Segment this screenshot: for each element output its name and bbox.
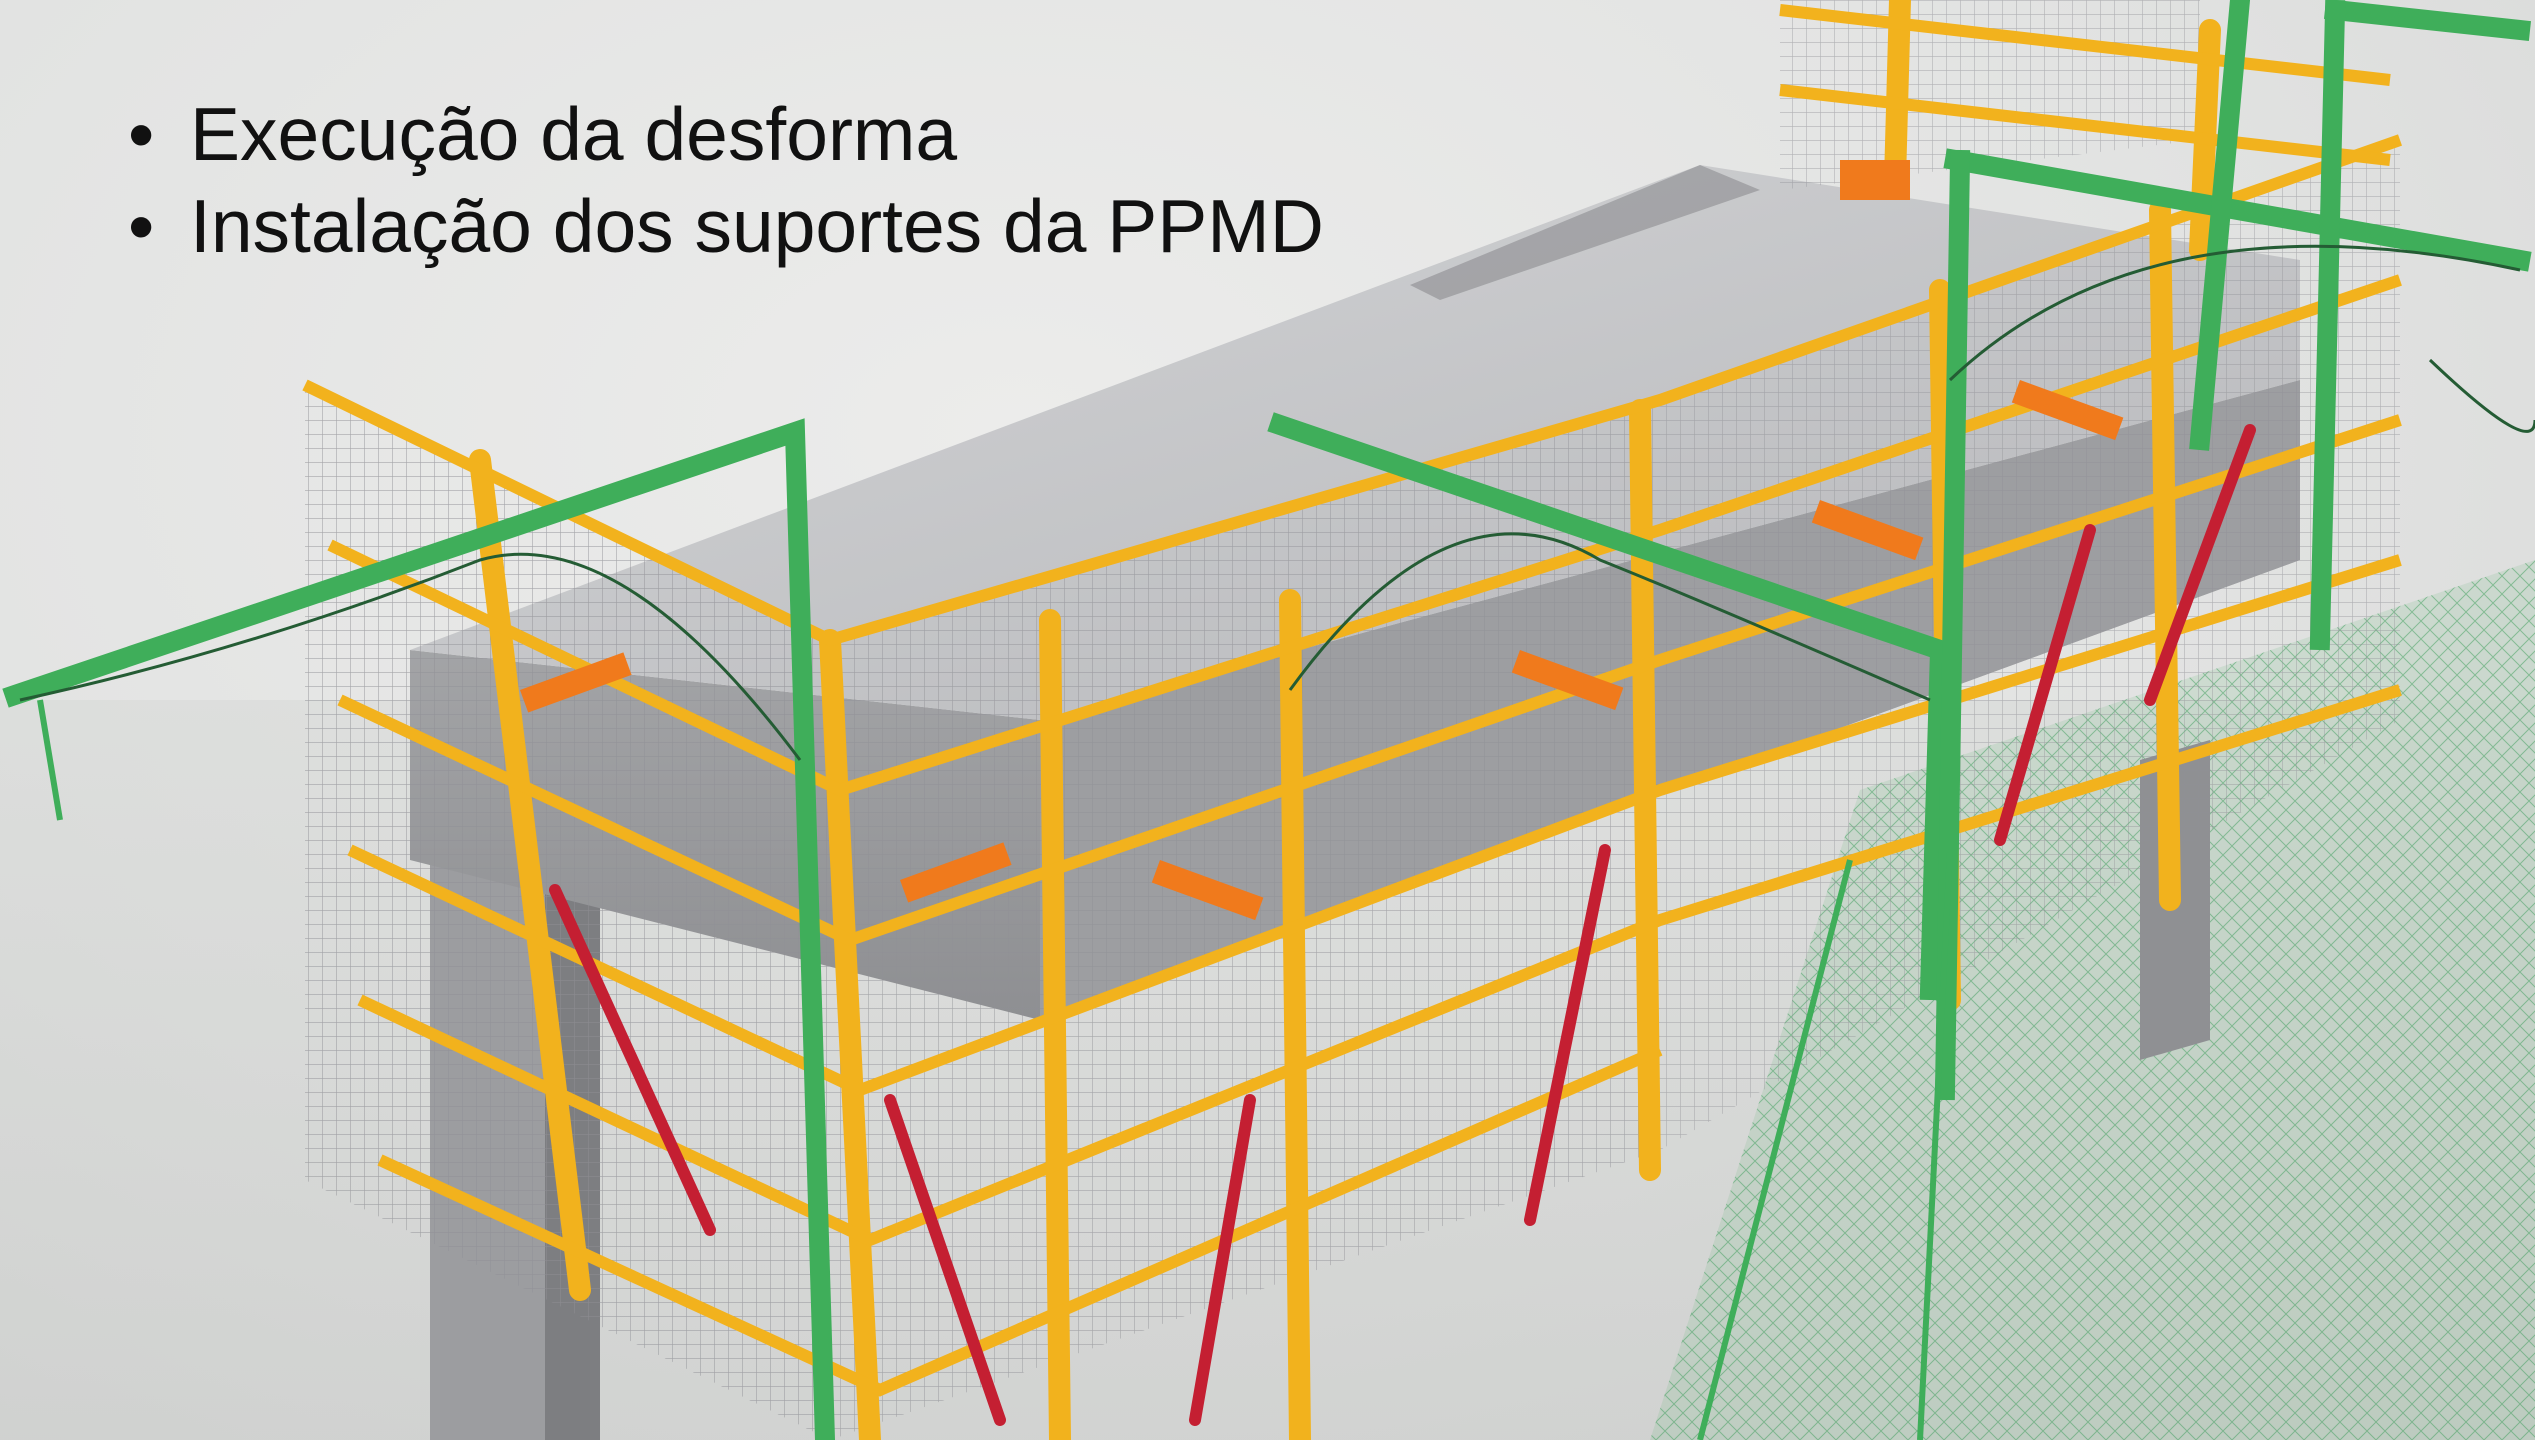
bullet-item: • Instalação dos suportes da PPMD xyxy=(128,180,1324,272)
orange-brackets xyxy=(520,160,2124,921)
mesh-panel-front xyxy=(830,400,1660,1440)
bullet-glyph: • xyxy=(128,92,155,176)
bullet-text: Instalação dos suportes da PPMD xyxy=(190,184,1324,268)
safety-net xyxy=(1650,560,2535,1440)
bullet-text: Execução da desforma xyxy=(190,92,958,176)
support-wires xyxy=(19,244,2535,761)
bullet-item: • Execução da desforma xyxy=(128,88,1324,180)
red-braces xyxy=(549,424,2256,1426)
mesh-panel-right xyxy=(1660,140,2400,1150)
bullet-list: • Execução da desforma • Instalação dos … xyxy=(128,88,1324,272)
bullet-glyph: • xyxy=(128,184,155,268)
